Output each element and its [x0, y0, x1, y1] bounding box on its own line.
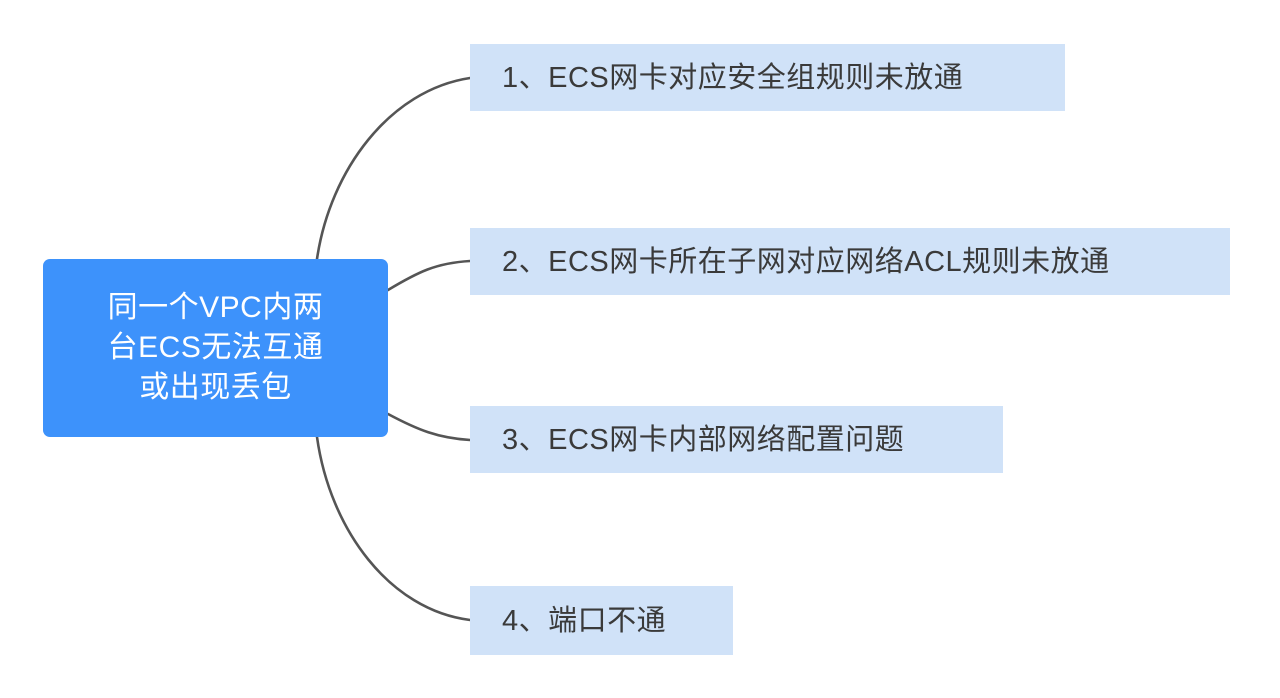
branch-node-4[interactable]: 4、端口不通 [470, 586, 733, 655]
connector-root-to-branch-1 [315, 76, 472, 261]
branch-node-3[interactable]: 3、ECS网卡内部网络配置问题 [470, 406, 1003, 473]
branch-node-3-label: 3、ECS网卡内部网络配置问题 [502, 423, 905, 456]
root-node[interactable]: 同一个VPC内两 台ECS无法互通 或出现丢包 [43, 259, 388, 437]
connector-root-to-branch-3 [386, 412, 472, 442]
root-node-label: 同一个VPC内两 台ECS无法互通 或出现丢包 [107, 291, 324, 404]
branch-node-1-label: 1、ECS网卡对应安全组规则未放通 [502, 61, 964, 94]
branch-node-2[interactable]: 2、ECS网卡所在子网对应网络ACL规则未放通 [470, 228, 1230, 295]
connector-root-to-branch-2 [386, 259, 472, 292]
branch-node-1[interactable]: 1、ECS网卡对应安全组规则未放通 [470, 44, 1065, 111]
branch-node-2-label: 2、ECS网卡所在子网对应网络ACL规则未放通 [502, 245, 1110, 278]
connector-root-to-branch-4 [315, 435, 472, 622]
branch-node-4-label: 4、端口不通 [502, 604, 667, 637]
